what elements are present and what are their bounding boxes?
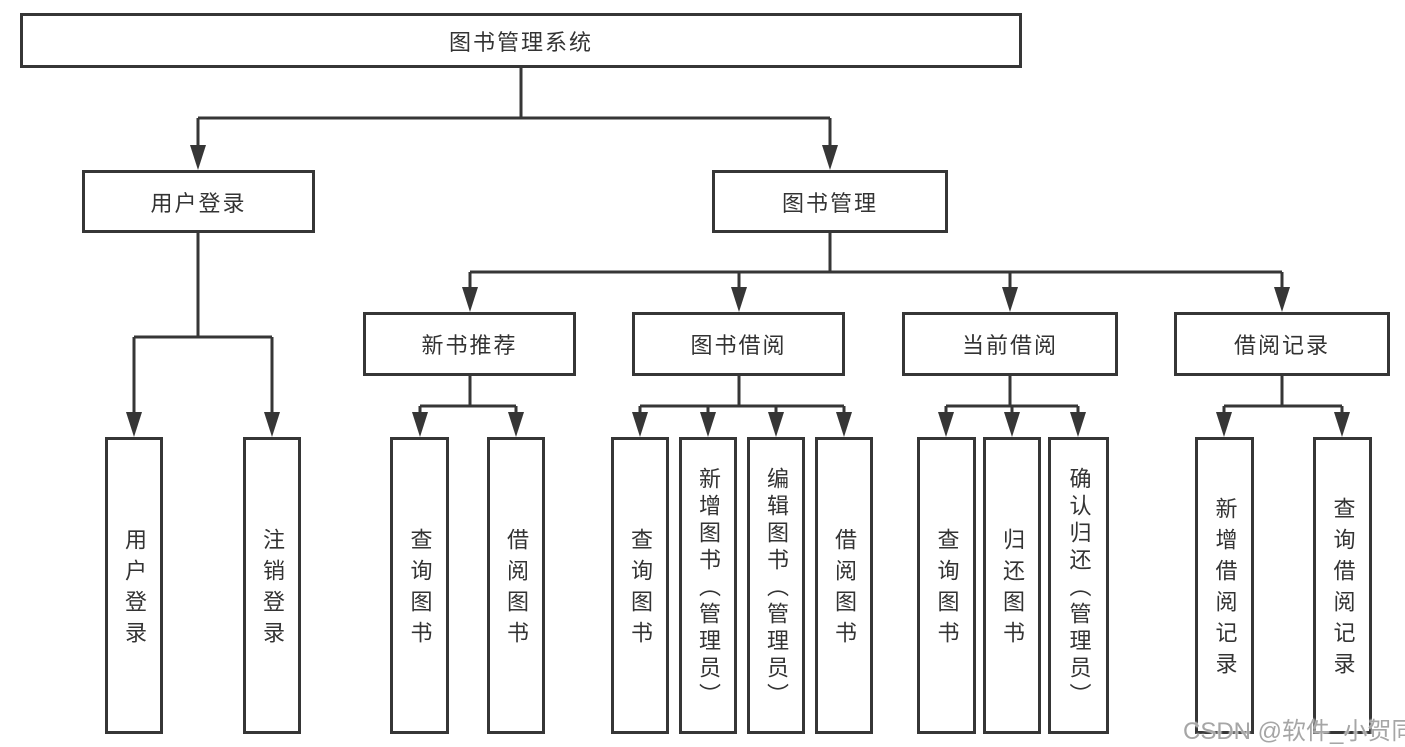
arrow-down-icon [1216,412,1232,437]
leaf-current-query-books: 查询图书 [917,437,976,734]
node-user-login: 用户登录 [82,170,315,233]
arrow-down-icon [264,412,280,437]
watermark: CSDN @软件_小贺同学 [1183,718,1405,745]
leaf-records-add-record: 新增借阅记录 [1195,437,1254,734]
leaf-newbook-query-books-label: 查询图书 [407,528,433,652]
node-current-borrow-label: 当前借阅 [961,333,1058,358]
node-book-borrow: 图书借阅 [632,312,845,376]
leaf-borrow-edit-books-admin-label: 编辑图书（管理员） [764,466,789,710]
node-new-book-recommend-label: 新书推荐 [421,333,518,358]
arrow-down-icon [412,412,428,437]
leaf-current-return-books: 归还图书 [983,437,1041,734]
leaf-records-query-record-label: 查询借阅记录 [1330,497,1356,683]
leaf-borrow-borrow-books: 借阅图书 [815,437,873,734]
arrow-down-icon [1002,287,1018,312]
leaf-newbook-borrow-books: 借阅图书 [487,437,545,734]
leaf-logout: 注销登录 [243,437,301,734]
arrow-down-icon [462,287,478,312]
node-root-label: 图书管理系统 [448,29,593,55]
arrow-down-icon [1004,412,1020,437]
arrow-down-icon [126,412,142,437]
leaf-current-confirm-return-admin-label: 确认归还（管理员） [1066,466,1092,710]
leaf-user-login: 用户登录 [105,437,163,734]
leaf-user-login-label: 用户登录 [122,528,147,652]
leaf-records-add-record-label: 新增借阅记录 [1212,497,1238,683]
arrow-down-icon [1070,412,1086,437]
arrow-down-icon [1274,287,1290,312]
node-borrow-records: 借阅记录 [1174,312,1390,376]
connector-path [132,68,1344,415]
node-book-management: 图书管理 [712,170,948,233]
leaf-current-confirm-return-admin: 确认归还（管理员） [1048,437,1109,734]
node-user-login-label: 用户登录 [150,190,247,216]
arrow-down-icon [190,145,206,170]
leaf-records-query-record: 查询借阅记录 [1313,437,1372,734]
arrow-down-icon [632,412,648,437]
leaf-current-query-books-label: 查询图书 [934,528,960,652]
leaf-current-return-books-label: 归还图书 [1000,528,1025,652]
leaf-borrow-query-books: 查询图书 [611,437,669,734]
node-current-borrow: 当前借阅 [902,312,1118,376]
node-root: 图书管理系统 [20,13,1022,68]
leaf-borrow-query-books-label: 查询图书 [628,528,653,652]
leaf-newbook-borrow-books-label: 借阅图书 [504,528,529,652]
leaf-borrow-borrow-books-label: 借阅图书 [832,528,857,652]
arrow-down-icon [1334,412,1350,437]
leaf-borrow-add-books-admin: 新增图书（管理员） [679,437,737,734]
arrow-down-icon [822,145,838,170]
arrowheads [126,145,1350,437]
node-book-management-label: 图书管理 [781,190,878,216]
leaf-newbook-query-books: 查询图书 [390,437,449,734]
arrow-down-icon [731,287,747,312]
arrow-down-icon [700,412,716,437]
leaf-borrow-add-books-admin-label: 新增图书（管理员） [696,466,721,710]
arrow-down-icon [508,412,524,437]
arrow-down-icon [768,412,784,437]
node-borrow-records-label: 借阅记录 [1233,333,1330,358]
leaf-borrow-edit-books-admin: 编辑图书（管理员） [747,437,805,734]
leaf-logout-label: 注销登录 [260,528,285,652]
node-new-book-recommend: 新书推荐 [363,312,576,376]
arrow-down-icon [938,412,954,437]
node-book-borrow-label: 图书借阅 [690,333,787,358]
arrow-down-icon [836,412,852,437]
